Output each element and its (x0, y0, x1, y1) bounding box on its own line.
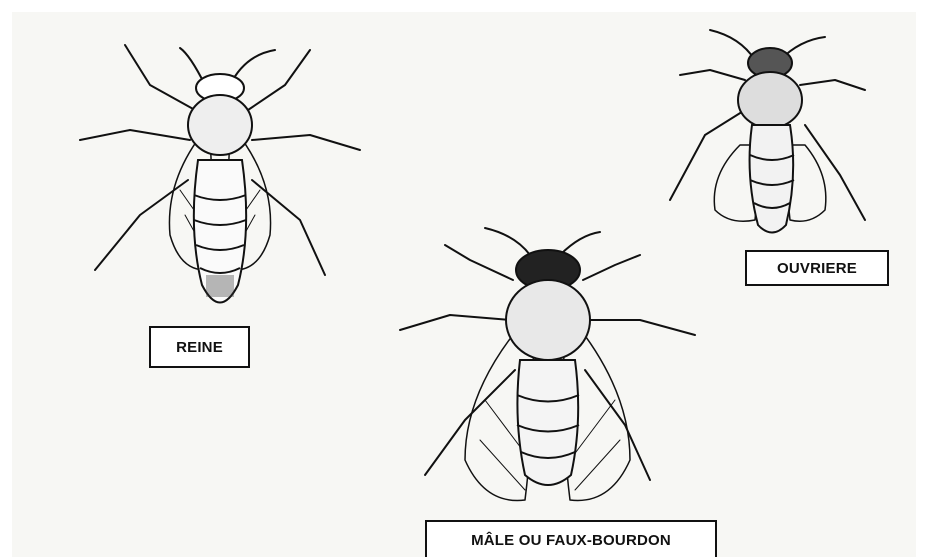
drone-bee-icon (395, 220, 705, 520)
paper-margin-right (916, 0, 926, 557)
drone-label-box: MÂLE OU FAUX-BOURDON (425, 520, 717, 557)
paper-margin-left (0, 0, 12, 557)
paper-margin-top (0, 0, 926, 12)
worker-label: OUVRIERE (777, 260, 857, 277)
worker-bee-icon (660, 25, 900, 245)
queen-bee-icon (70, 30, 370, 330)
drone-label: MÂLE OU FAUX-BOURDON (471, 532, 671, 549)
queen-label: REINE (176, 339, 223, 356)
queen-label-box: REINE (149, 326, 250, 368)
worker-label-box: OUVRIERE (745, 250, 889, 286)
